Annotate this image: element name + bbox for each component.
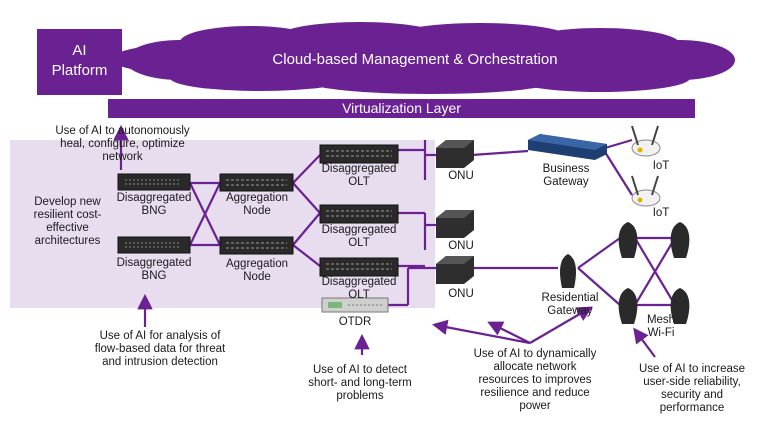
- line: Gateway: [547, 305, 593, 317]
- line: flow-based data for threat: [94, 343, 226, 355]
- line: Use of AI to detect: [313, 364, 407, 376]
- line: Wi-Fi: [647, 327, 675, 339]
- onu-2-device[interactable]: [436, 210, 474, 238]
- line: problems: [336, 390, 384, 402]
- iot-1-label: IoT: [652, 160, 670, 172]
- business-gateway-label: Business Gateway: [526, 163, 606, 189]
- line: Disaggregated: [321, 276, 397, 288]
- ai-platform-box[interactable]: [37, 29, 122, 95]
- develop-text: Develop new resilient cost- effective ar…: [20, 196, 115, 248]
- line: performance: [659, 402, 725, 414]
- virtualization-bar: [108, 99, 695, 118]
- aggregation-bottom-device[interactable]: [219, 236, 294, 255]
- onu-3-device[interactable]: [436, 256, 474, 284]
- onu-1-label: ONU: [448, 170, 474, 182]
- line: network: [102, 151, 143, 163]
- line: Residential: [541, 292, 599, 304]
- cloud-label: Cloud-based Management & Orchestration: [272, 51, 558, 68]
- ai-autonomous-text: Use of AI to autonomously heal, configur…: [40, 125, 205, 164]
- olt-3-label: Disaggregated OLT: [314, 276, 404, 302]
- mesh-wifi-label: Mesh Wi-Fi: [636, 314, 686, 340]
- olt-2-label: Disaggregated OLT: [314, 224, 404, 250]
- olt-3-device[interactable]: [319, 257, 399, 277]
- iot-1-device[interactable]: [631, 125, 661, 157]
- ai-platform-line2: Platform: [51, 62, 108, 79]
- agg-bottom-label: Aggregation Node: [212, 258, 302, 284]
- mesh-wifi-units[interactable]: [618, 222, 690, 324]
- otdr-device[interactable]: [321, 297, 389, 313]
- iot-2-device[interactable]: [631, 175, 661, 207]
- line: Use of AI to dynamically: [473, 348, 597, 360]
- onu-1-device[interactable]: [436, 140, 474, 168]
- line: resources to improves: [478, 374, 592, 386]
- ai-platform-label: AI Platform: [37, 41, 122, 81]
- ai-dynamic-text: Use of AI to dynamically allocate networ…: [460, 348, 610, 413]
- business-gateway-device[interactable]: [528, 134, 607, 160]
- residential-gateway-label: Residential Gateway: [530, 292, 610, 318]
- line: Node: [243, 271, 271, 283]
- line: effective: [46, 222, 89, 234]
- line: Mesh: [646, 314, 676, 326]
- line: resilient cost-: [33, 209, 102, 221]
- line: user-side reliability,: [643, 376, 741, 388]
- virtualization-label: Virtualization Layer: [342, 100, 461, 116]
- bng-bottom-device[interactable]: [117, 236, 191, 254]
- line: Disaggregated: [321, 163, 397, 175]
- line: Business: [542, 163, 590, 175]
- line: Use of AI for analysis of: [99, 330, 221, 342]
- line: BNG: [141, 205, 167, 217]
- bng-top-device[interactable]: [117, 173, 191, 191]
- line: Gateway: [543, 176, 589, 188]
- cloud-shape: [110, 22, 735, 94]
- onu-3-label: ONU: [448, 288, 474, 300]
- line: and intrusion detection: [102, 356, 218, 368]
- olt-1-device[interactable]: [319, 144, 399, 164]
- bng-top-label: Disaggregated BNG: [108, 192, 200, 218]
- otdr-label: OTDR: [338, 316, 372, 328]
- core-network-region: [10, 140, 435, 308]
- line: Use of AI to autonomously: [55, 125, 190, 137]
- olt-2-device[interactable]: [319, 204, 399, 224]
- line: Develop new: [34, 196, 101, 208]
- bng-bottom-label: Disaggregated BNG: [108, 257, 200, 283]
- line: Use of AI to increase: [638, 363, 746, 375]
- line: heal, configure, optimize: [60, 138, 185, 150]
- annotation-arrows: [113, 124, 656, 358]
- line: BNG: [141, 270, 167, 282]
- ai-flow-text: Use of AI for analysis of flow-based dat…: [80, 330, 240, 369]
- line: Disaggregated: [321, 224, 397, 236]
- connection-lines: [189, 138, 676, 307]
- iot-2-label: IoT: [652, 207, 670, 219]
- olt-1-label: Disaggregated OLT: [314, 163, 404, 189]
- line: Aggregation: [225, 192, 289, 204]
- line: Disaggregated: [116, 192, 192, 204]
- line: short- and long-term: [308, 377, 412, 389]
- line: Disaggregated: [116, 257, 192, 269]
- onu-2-label: ONU: [448, 240, 474, 252]
- line: allocate network: [493, 361, 577, 373]
- line: Node: [243, 205, 271, 217]
- aggregation-top-device[interactable]: [219, 173, 294, 192]
- line: power: [519, 400, 551, 412]
- ai-user-text: Use of AI to increase user-side reliabil…: [622, 363, 762, 415]
- line: resilience and reduce: [480, 387, 590, 399]
- line: OLT: [348, 289, 370, 301]
- line: OLT: [348, 176, 370, 188]
- residential-gateway-device[interactable]: [560, 254, 576, 288]
- line: OLT: [348, 237, 370, 249]
- line: architectures: [34, 235, 101, 247]
- line: security and: [660, 389, 723, 401]
- ai-detect-text: Use of AI to detect short- and long-term…: [290, 364, 430, 403]
- line: Aggregation: [225, 258, 289, 270]
- ai-platform-line1: AI: [72, 42, 87, 59]
- agg-top-label: Aggregation Node: [212, 192, 302, 218]
